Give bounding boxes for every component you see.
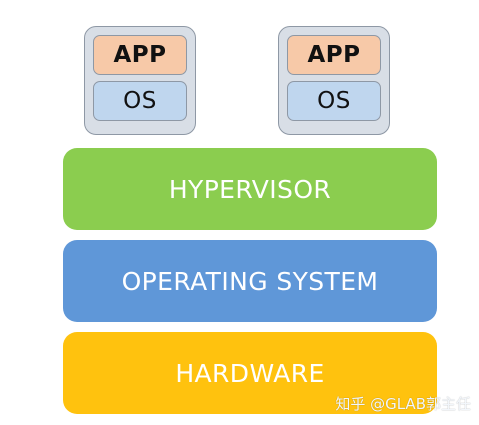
vm1-app-layer: APP [93, 35, 187, 75]
vm2-os-layer: OS [287, 81, 381, 121]
hardware-layer: HARDWARE [63, 332, 437, 414]
virtual-machine-2: APP OS [278, 26, 390, 135]
operating-system-layer: OPERATING SYSTEM [63, 240, 437, 322]
vm2-app-layer: APP [287, 35, 381, 75]
virtual-machine-1: APP OS [84, 26, 196, 135]
watermark: 知乎 @GLAB郭主任 [335, 395, 471, 413]
vm1-os-layer: OS [93, 81, 187, 121]
hypervisor-layer: HYPERVISOR [63, 148, 437, 230]
